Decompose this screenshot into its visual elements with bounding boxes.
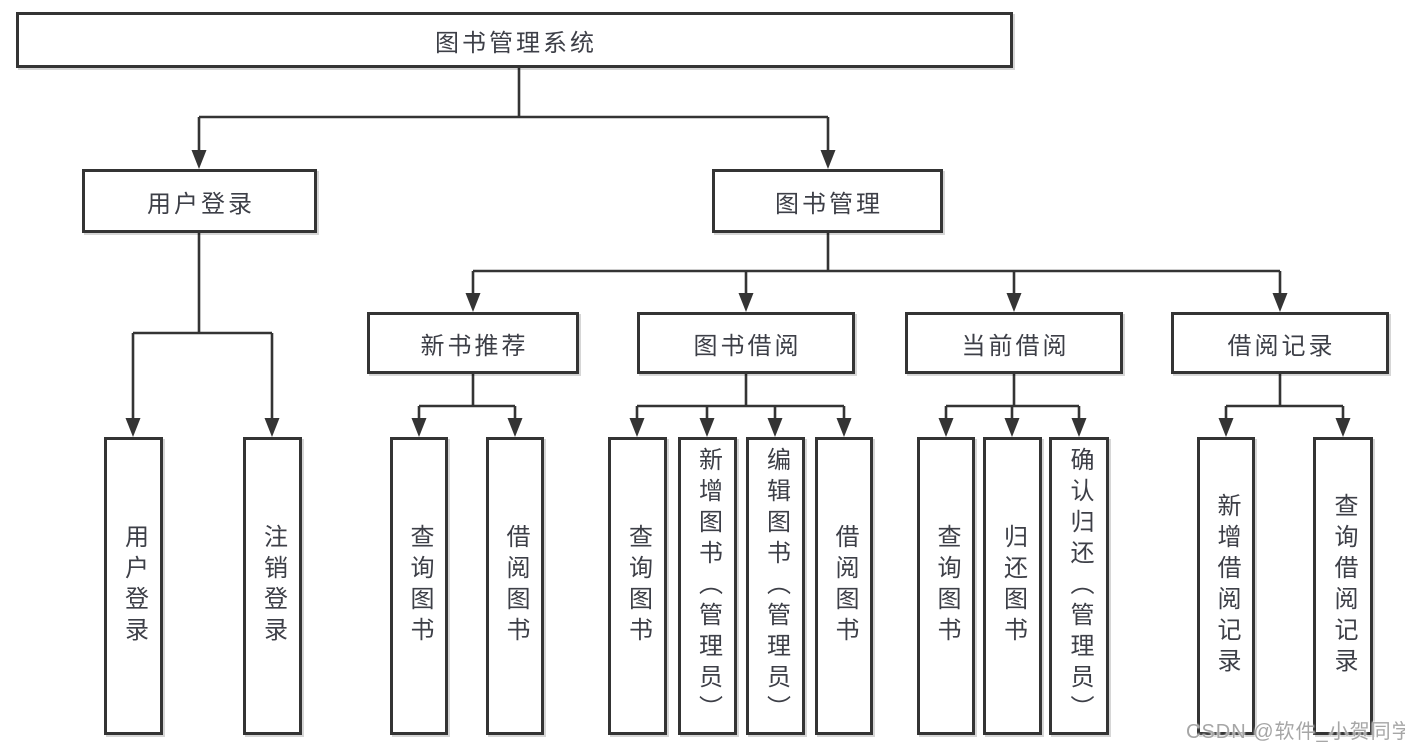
leaf-query-books-3: 查询图书 (917, 437, 975, 735)
node-root: 图书管理系统 (16, 12, 1013, 68)
node-new-book-rec: 新书推荐 (367, 312, 579, 374)
leaf-query-borrow-record: 查询借阅记录 (1313, 437, 1373, 735)
node-user-login-label: 用户登录 (147, 190, 255, 218)
leaf-label: 归还图书 (999, 524, 1027, 648)
node-book-borrow-label: 图书借阅 (693, 332, 802, 360)
node-current-borrow: 当前借阅 (905, 312, 1123, 374)
leaf-label: 用户登录 (120, 524, 148, 648)
leaf-add-borrow-record: 新增借阅记录 (1197, 437, 1255, 735)
node-current-borrow-label: 当前借阅 (961, 332, 1070, 360)
leaf-label: 查询图书 (406, 524, 433, 648)
leaf-logout: 注销登录 (243, 437, 302, 735)
leaf-label: 借阅图书 (502, 524, 529, 648)
leaf-label: 注销登录 (259, 524, 287, 648)
leaf-label: 查询图书 (624, 524, 652, 648)
node-root-label: 图书管理系统 (435, 29, 597, 57)
leaf-label: 查询借阅记录 (1330, 493, 1357, 679)
leaf-label: 借阅图书 (831, 524, 858, 648)
node-book-mgmt: 图书管理 (712, 169, 943, 233)
node-borrow-records-label: 借阅记录 (1227, 332, 1336, 360)
leaf-borrow-books-2: 借阅图书 (815, 437, 873, 735)
leaf-user-login: 用户登录 (104, 437, 163, 735)
leaf-query-books-1: 查询图书 (390, 437, 448, 735)
leaf-edit-books-admin: 编辑图书（管理员） (746, 437, 805, 735)
leaf-label: 编辑图书（管理员） (762, 446, 790, 726)
node-book-borrow: 图书借阅 (637, 312, 855, 374)
node-user-login: 用户登录 (82, 169, 317, 233)
csdn-watermark: CSDN @软件_小贺同学 (1186, 721, 1405, 743)
leaf-add-books-admin: 新增图书（管理员） (678, 437, 737, 735)
leaf-label: 确认归还（管理员） (1066, 446, 1093, 726)
leaf-label: 查询图书 (933, 524, 960, 648)
node-book-mgmt-label: 图书管理 (775, 190, 883, 218)
leaf-query-books-2: 查询图书 (608, 437, 667, 735)
leaf-label: 新增借阅记录 (1213, 493, 1240, 679)
leaf-borrow-books-1: 借阅图书 (486, 437, 544, 735)
leaf-return-books: 归还图书 (983, 437, 1042, 735)
leaf-confirm-return-admin: 确认归还（管理员） (1049, 437, 1109, 735)
node-borrow-records: 借阅记录 (1171, 312, 1389, 374)
leaf-label: 新增图书（管理员） (694, 446, 722, 726)
node-new-book-rec-label: 新书推荐 (420, 332, 529, 360)
arrowhead-icons (125, 150, 1351, 437)
